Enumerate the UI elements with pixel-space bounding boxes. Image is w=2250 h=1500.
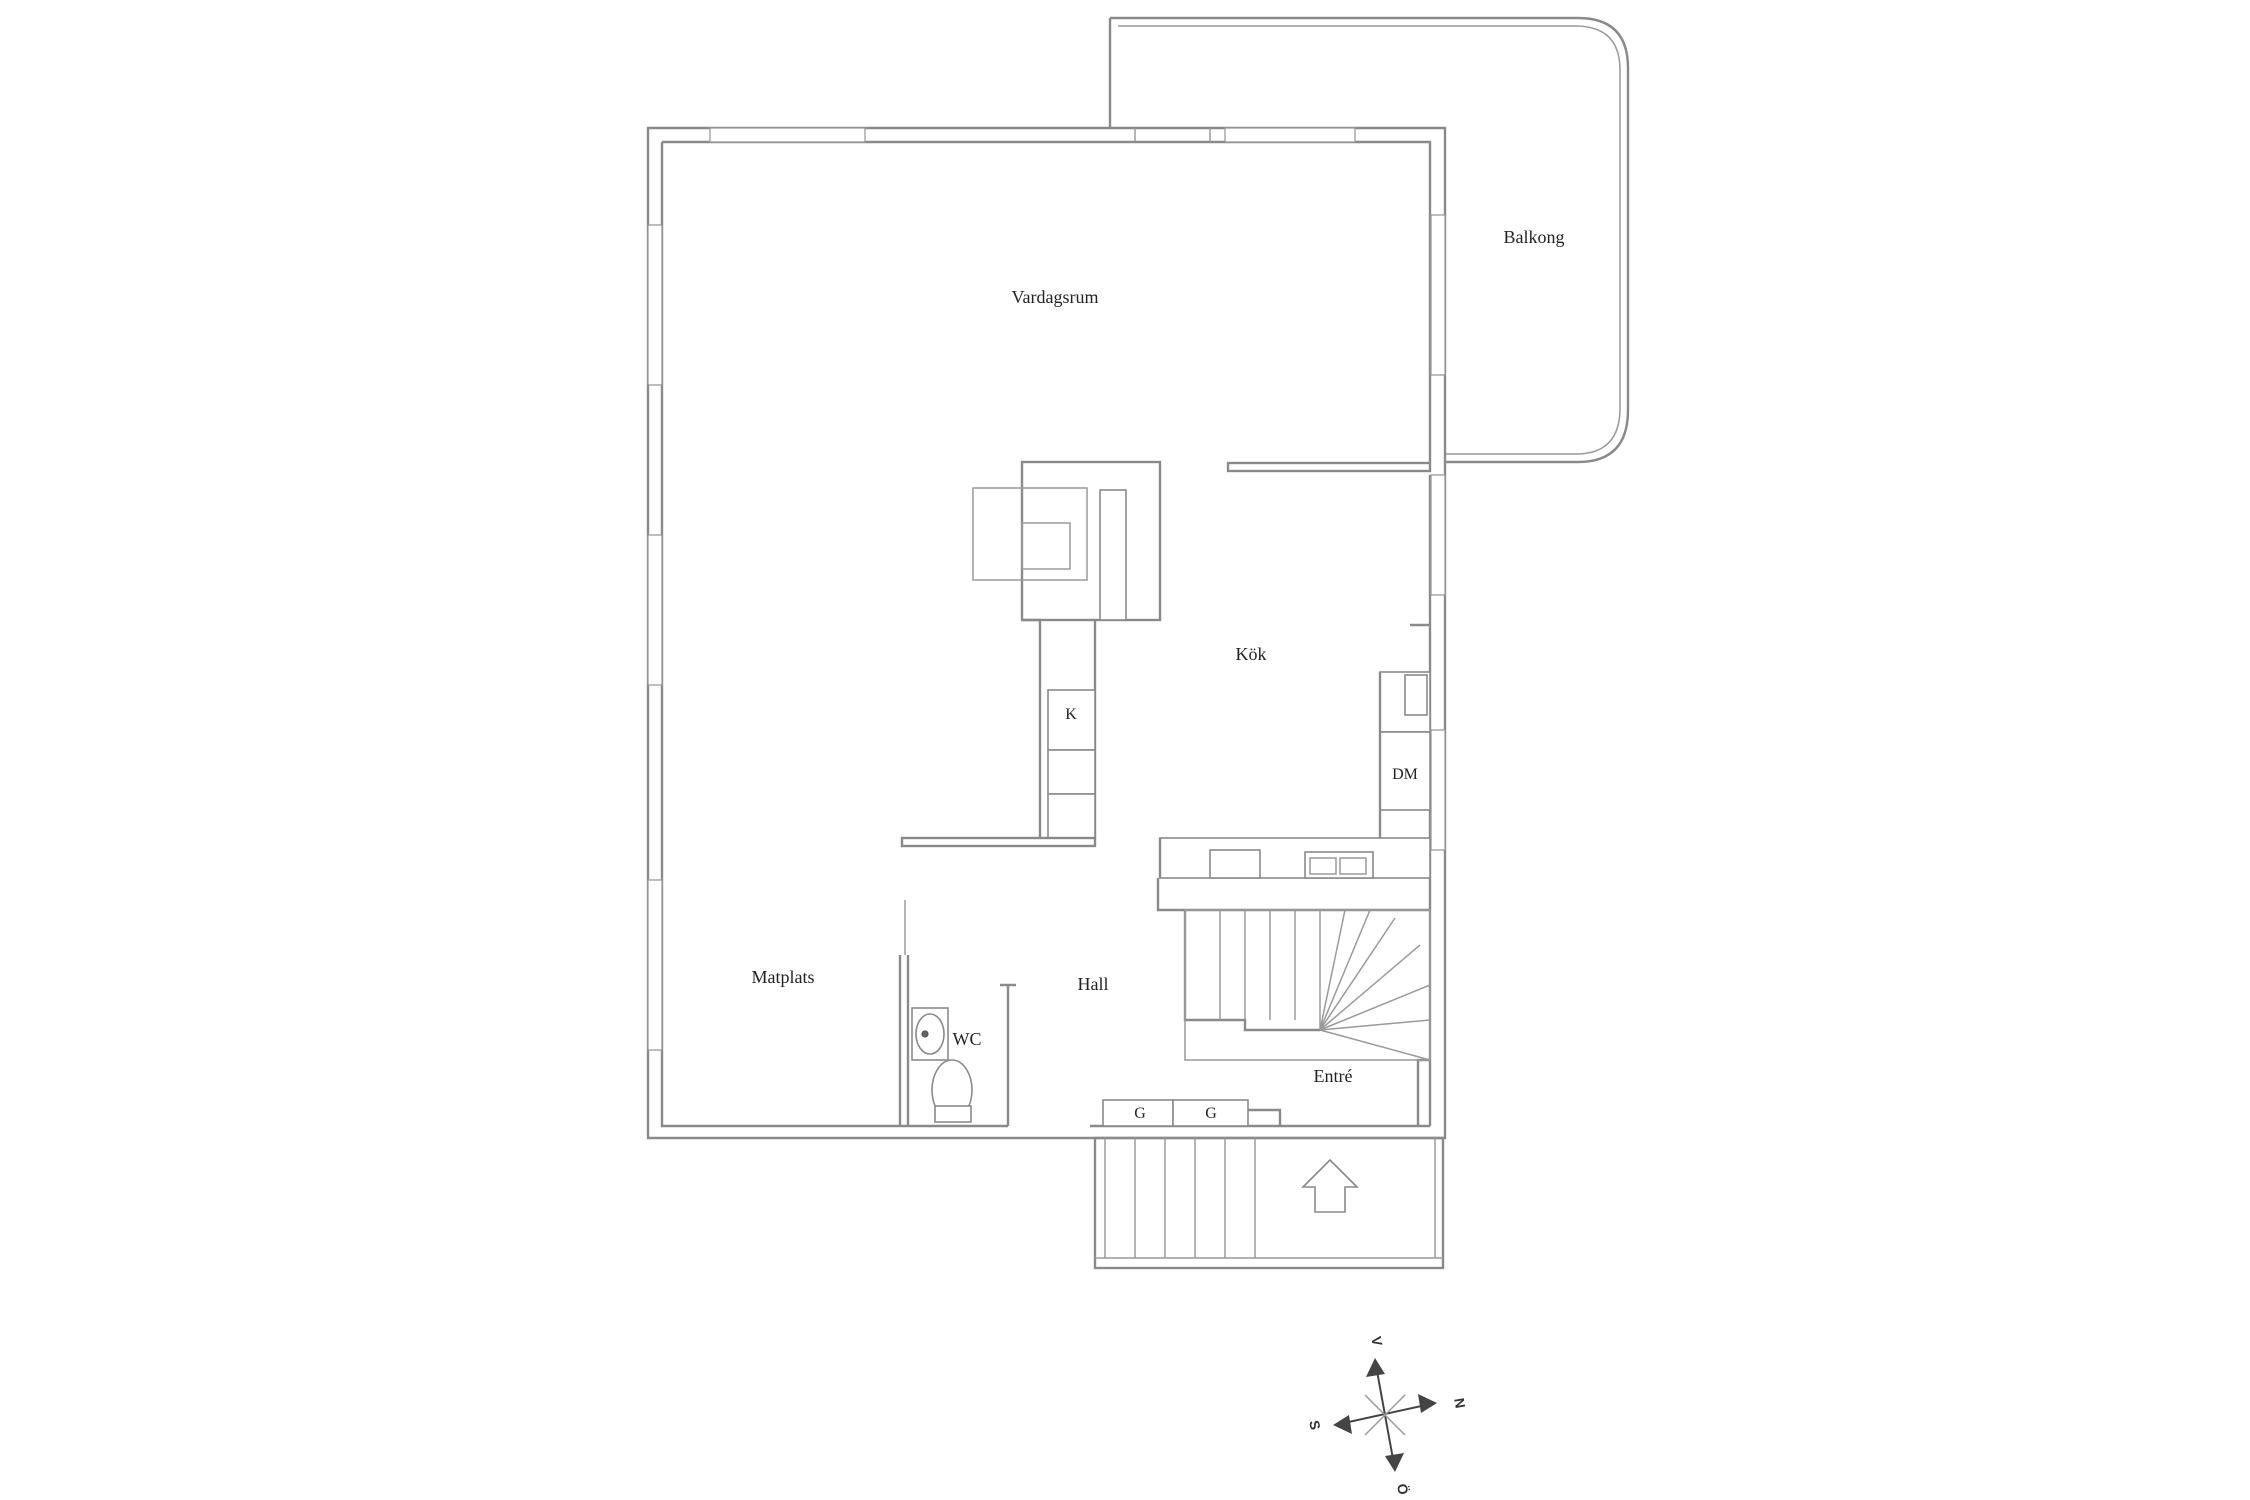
room-label-kok: Kök — [1236, 644, 1267, 664]
closets — [1102, 1099, 1249, 1127]
entry-steps — [1093, 1136, 1445, 1270]
room-label-vardagsrum: Vardagsrum — [1012, 287, 1099, 307]
compass-label-west: V — [1368, 1335, 1385, 1348]
wc-fixtures — [911, 1007, 973, 1123]
compass-label-north: N — [1451, 1397, 1469, 1410]
fixture-label-k: K — [1065, 706, 1077, 723]
room-label-entre: Entré — [1314, 1066, 1353, 1086]
compass-label-east: Ö — [1394, 1482, 1412, 1496]
interior-staircase — [1184, 909, 1431, 1061]
balcony — [1108, 16, 1630, 464]
fixture-label-dm: DM — [1392, 766, 1418, 783]
entry-arrow-icon — [1301, 1158, 1359, 1213]
room-label-balkong: Balkong — [1504, 227, 1565, 247]
fixture-label-g2: G — [1205, 1105, 1217, 1122]
compass-rose — [1333, 1358, 1437, 1472]
room-label-wc: WC — [953, 1029, 982, 1049]
interior-walls — [898, 460, 1432, 1126]
fixture-label-g1: G — [1134, 1105, 1146, 1122]
compass-label-south: S — [1306, 1419, 1323, 1431]
room-label-matplats: Matplats — [752, 967, 815, 987]
room-label-hall: Hall — [1078, 974, 1109, 994]
windows — [647, 127, 1446, 1051]
